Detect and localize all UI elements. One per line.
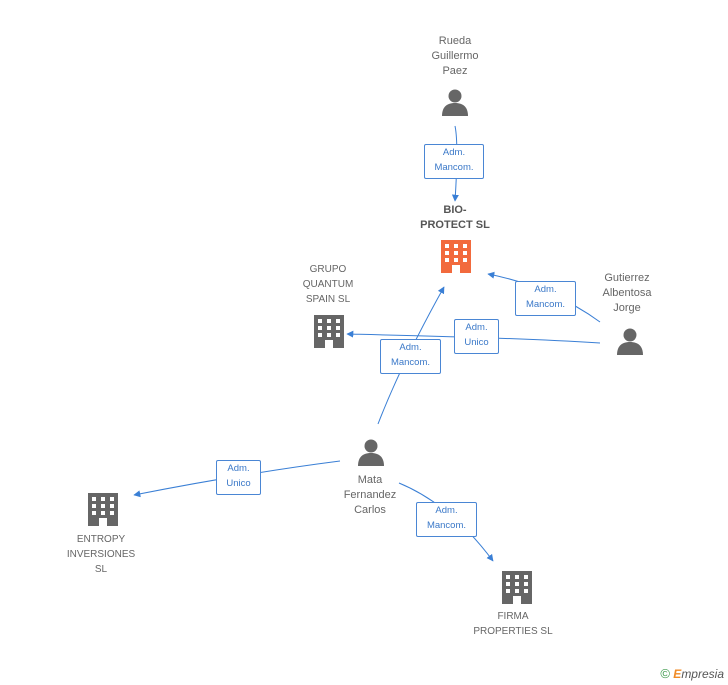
brand-watermark: © Empresia [660,666,724,681]
relation-badge[interactable]: Adm. Unico [454,319,499,354]
brand-logo-text: mpresia [681,667,724,681]
building-icon[interactable] [88,493,118,526]
relation-badge[interactable]: Adm. Mancom. [424,144,484,179]
person-name-gutierrez[interactable]: Gutierrez Albentosa Jorge [602,272,652,314]
building-icon[interactable] [441,240,471,273]
company-name-firma[interactable]: FIRMA PROPERTIES SL [473,611,553,637]
person-icon[interactable] [617,328,643,356]
relation-badge[interactable]: Adm. Mancom. [515,281,576,316]
focus-company-name[interactable]: BIO- PROTECT SL [420,204,490,231]
relation-badge[interactable]: Adm. Unico [216,460,261,495]
person-icon[interactable] [358,439,384,467]
person-icon[interactable] [442,89,468,117]
person-name-mata[interactable]: Mata Fernandez Carlos [343,474,397,516]
building-icon[interactable] [314,315,344,348]
person-name-rueda[interactable]: Rueda Guillermo Paez [431,35,479,77]
relation-badge[interactable]: Adm. Mancom. [380,339,441,374]
building-icon[interactable] [502,571,532,604]
copyright-icon: © [660,666,670,681]
brand-logo-initial: E [673,667,682,681]
relation-badge[interactable]: Adm. Mancom. [416,502,477,537]
company-name-entropy[interactable]: ENTROPY INVERSIONES SL [66,534,136,575]
company-name-grupo[interactable]: GRUPO QUANTUM SPAIN SL [302,264,354,305]
